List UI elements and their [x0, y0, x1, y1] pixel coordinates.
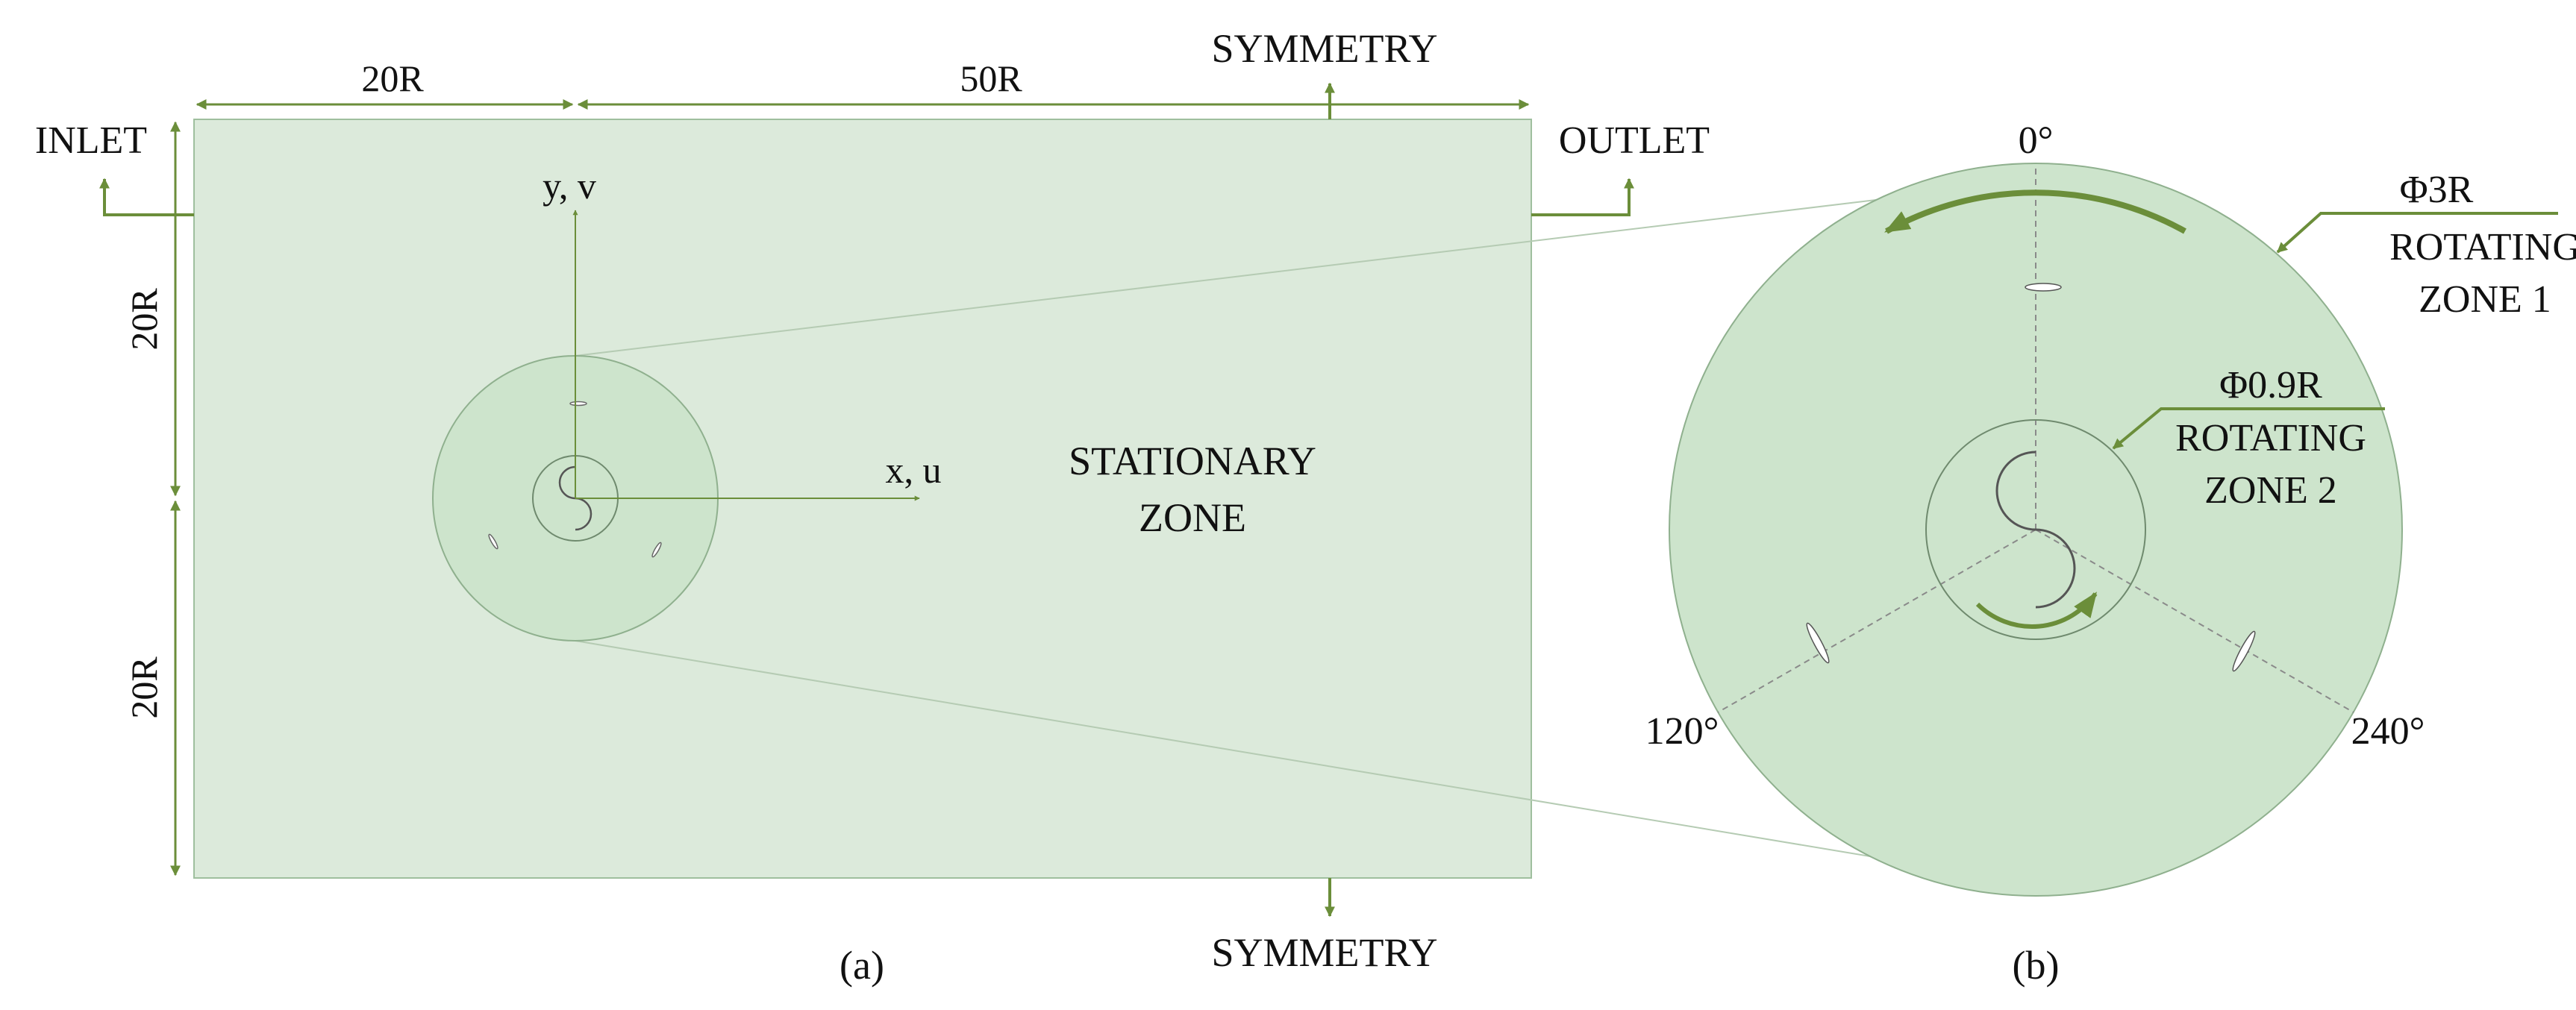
dim-label-20r-top: 20R: [361, 57, 424, 99]
rotating-zone-2: [1925, 419, 2146, 640]
zone-2-label-line2: ZONE 2: [2204, 469, 2337, 512]
y-axis-label: y, v: [543, 165, 596, 207]
angle-label-0: 0°: [2019, 119, 2054, 162]
rotation-arrow-zone-2: [1975, 592, 2098, 629]
dim-label-50r: 50R: [960, 57, 1022, 99]
angle-label-240: 240°: [2351, 710, 2425, 753]
zoom-line-top: [575, 181, 2032, 357]
savonius-rotor: [1995, 451, 2076, 609]
zone-1-label-line2: ZONE 1: [2419, 278, 2551, 321]
darrieus-blade-small-240: [651, 542, 662, 558]
stationary-zone-label-line2: ZONE: [1139, 495, 1246, 540]
zone-1-label-line1: ROTATING: [2389, 226, 2576, 269]
darrieus-blade-small-0: [569, 401, 587, 407]
zone-2-diameter-label: Φ0.9R: [2219, 364, 2322, 407]
outlet-marker: [1531, 178, 1634, 216]
x-axis-label: x, u: [886, 449, 942, 491]
symmetry-bottom-label: SYMMETRY: [1211, 930, 1437, 975]
darrieus-blade-small-120: [488, 533, 498, 550]
radial-line-240: [2035, 529, 2354, 713]
dim-label-20r-left-upper: 20R: [123, 288, 165, 351]
zone-1-leader: [2276, 212, 2558, 254]
caption-b: (b): [2013, 943, 2060, 988]
dim-label-20r-left-lower: 20R: [123, 656, 165, 719]
zone-2-leader: [2112, 407, 2385, 450]
darrieus-blade-120: [1806, 622, 1830, 664]
darrieus-blade-0: [2025, 283, 2062, 292]
radial-line-120: [1717, 529, 2036, 713]
angle-label-120: 120°: [1645, 710, 1719, 753]
darrieus-blade-240: [2232, 630, 2256, 672]
caption-a: (a): [840, 943, 884, 988]
rotation-arrow-zone-1: [1884, 189, 2186, 234]
symmetry-top-label: SYMMETRY: [1211, 26, 1437, 71]
stationary-zone-label-line1: STATIONARY: [1069, 439, 1316, 483]
savonius-rotor-small: [558, 465, 593, 531]
inlet-marker: [99, 178, 194, 216]
outlet-label: OUTLET: [1559, 119, 1710, 162]
zoom-line-bottom: [575, 640, 2036, 885]
zone-2-label-line1: ROTATING: [2175, 417, 2366, 459]
zone-1-diameter-label: Φ3R: [2400, 169, 2474, 211]
inlet-label: INLET: [35, 119, 147, 162]
